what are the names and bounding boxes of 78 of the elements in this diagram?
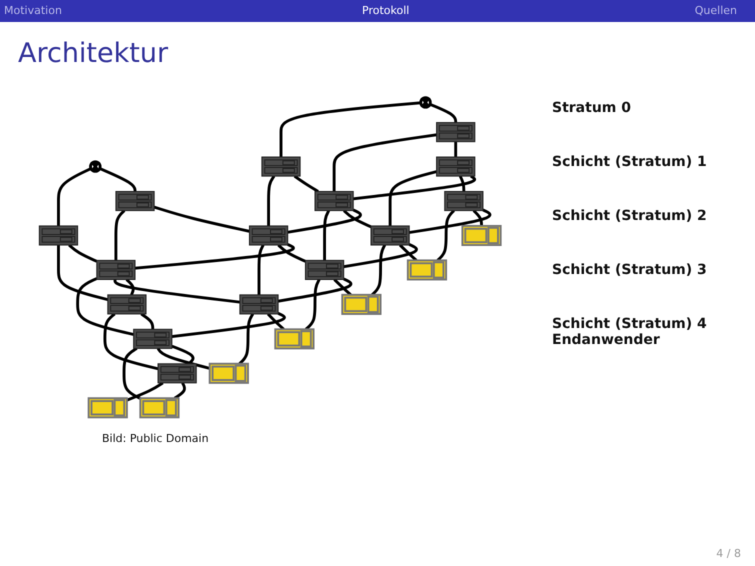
connection-line bbox=[353, 174, 476, 200]
connection-line bbox=[76, 277, 134, 336]
clock-icon bbox=[89, 160, 102, 173]
connection-line bbox=[114, 210, 126, 261]
connection-line bbox=[342, 210, 372, 228]
connection-line bbox=[140, 312, 154, 330]
server-icon bbox=[370, 225, 410, 246]
server-icon bbox=[38, 225, 78, 246]
connection-line bbox=[429, 102, 458, 123]
connection-line bbox=[277, 244, 306, 263]
layer-label: Schicht (Stratum) 2 bbox=[552, 208, 708, 224]
server-icon bbox=[239, 294, 279, 314]
layer-label: Schicht (Stratum) 1 bbox=[552, 154, 708, 170]
connection-line bbox=[409, 208, 492, 234]
server-icon bbox=[115, 190, 155, 212]
connection-line bbox=[332, 133, 437, 192]
image-credit: Bild: Public Domain bbox=[102, 432, 209, 445]
nav-link: Quellen bbox=[694, 4, 737, 17]
connection-line bbox=[156, 348, 210, 370]
server-icon bbox=[436, 122, 476, 142]
server-icon bbox=[444, 190, 484, 212]
server-icon bbox=[158, 363, 197, 384]
layer-label: Stratum 0 bbox=[552, 100, 632, 116]
connection-line bbox=[126, 382, 164, 402]
connection-line bbox=[304, 278, 320, 330]
connection-line bbox=[294, 174, 319, 193]
server-icon bbox=[436, 156, 476, 177]
connection-line bbox=[267, 175, 276, 226]
layer-label: Schicht (Stratum) 4 Endanwender bbox=[552, 316, 708, 348]
computer-icon bbox=[208, 362, 249, 384]
server-icon bbox=[107, 294, 147, 314]
connection-line bbox=[57, 167, 92, 226]
computer-icon bbox=[88, 397, 128, 418]
connection-line bbox=[458, 176, 466, 192]
connection-line bbox=[57, 244, 108, 301]
server-icon bbox=[261, 156, 301, 177]
connection-line bbox=[472, 210, 483, 226]
connection-line bbox=[287, 208, 362, 234]
connection-line bbox=[99, 167, 136, 192]
connection-line bbox=[134, 243, 295, 270]
computer-icon bbox=[461, 224, 502, 246]
active-nav-link: Protokoll bbox=[362, 4, 410, 17]
connection-line bbox=[103, 312, 158, 370]
connection-line bbox=[343, 243, 418, 268]
page-number: 4 / 8 bbox=[716, 547, 741, 560]
connection-line bbox=[68, 244, 98, 263]
server-icon bbox=[96, 260, 136, 280]
server-icon bbox=[304, 260, 344, 280]
computer-icon bbox=[341, 294, 382, 315]
connection-line bbox=[280, 101, 421, 158]
connection-line bbox=[122, 347, 141, 400]
connection-line bbox=[266, 312, 285, 330]
nav-link: Motivation bbox=[4, 4, 62, 17]
computer-icon bbox=[274, 328, 314, 350]
connection-line bbox=[371, 244, 386, 296]
server-icon bbox=[314, 190, 354, 212]
connection-line bbox=[333, 278, 352, 296]
connection-line bbox=[174, 382, 186, 400]
layer-label: Schicht (Stratum) 3 bbox=[552, 262, 708, 278]
connection-line bbox=[238, 313, 254, 365]
connection-line bbox=[278, 278, 352, 303]
connection-line bbox=[454, 142, 458, 158]
connection-line bbox=[171, 344, 194, 365]
clock-icon bbox=[419, 96, 432, 109]
connection-line bbox=[436, 210, 455, 262]
computer-icon bbox=[406, 259, 448, 280]
server-icon bbox=[133, 328, 172, 349]
connection-line bbox=[114, 279, 240, 304]
connection-line bbox=[172, 312, 286, 338]
connection-line bbox=[323, 210, 330, 261]
slide-title: Architektur bbox=[18, 38, 168, 69]
connection-line bbox=[258, 244, 264, 295]
connection-line bbox=[398, 244, 418, 262]
connection-line bbox=[388, 170, 437, 226]
connection-line bbox=[126, 278, 135, 296]
server-icon bbox=[248, 225, 288, 246]
computer-icon bbox=[139, 397, 180, 418]
connection-line bbox=[154, 206, 250, 233]
